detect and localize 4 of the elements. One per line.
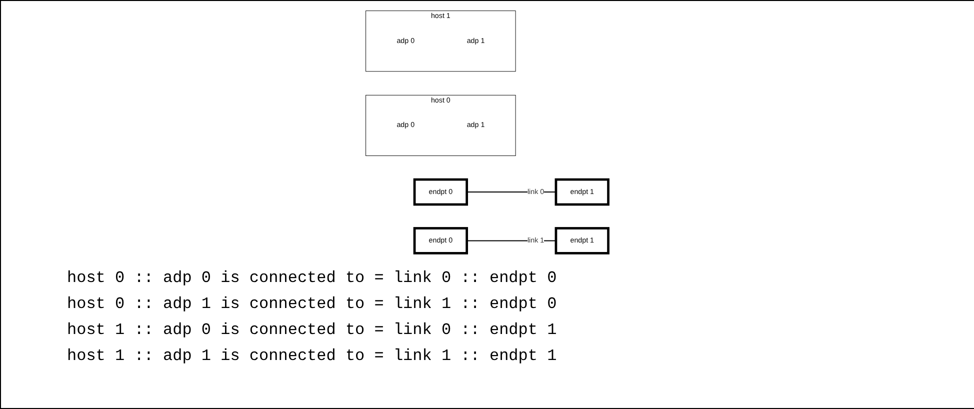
- connection-note: host 0 :: adp 0 is connected to = link 0 :: endpt 0: [67, 268, 557, 289]
- connection-note: host 1 :: adp 1 is connected to = link 1 :: endpt 1: [67, 346, 557, 367]
- connection-note: host 1 :: adp 0 is connected to = link 0 :: endpt 1: [67, 320, 557, 341]
- connection-note: host 0 :: adp 1 is connected to = link 1 :: endpt 0: [67, 294, 557, 315]
